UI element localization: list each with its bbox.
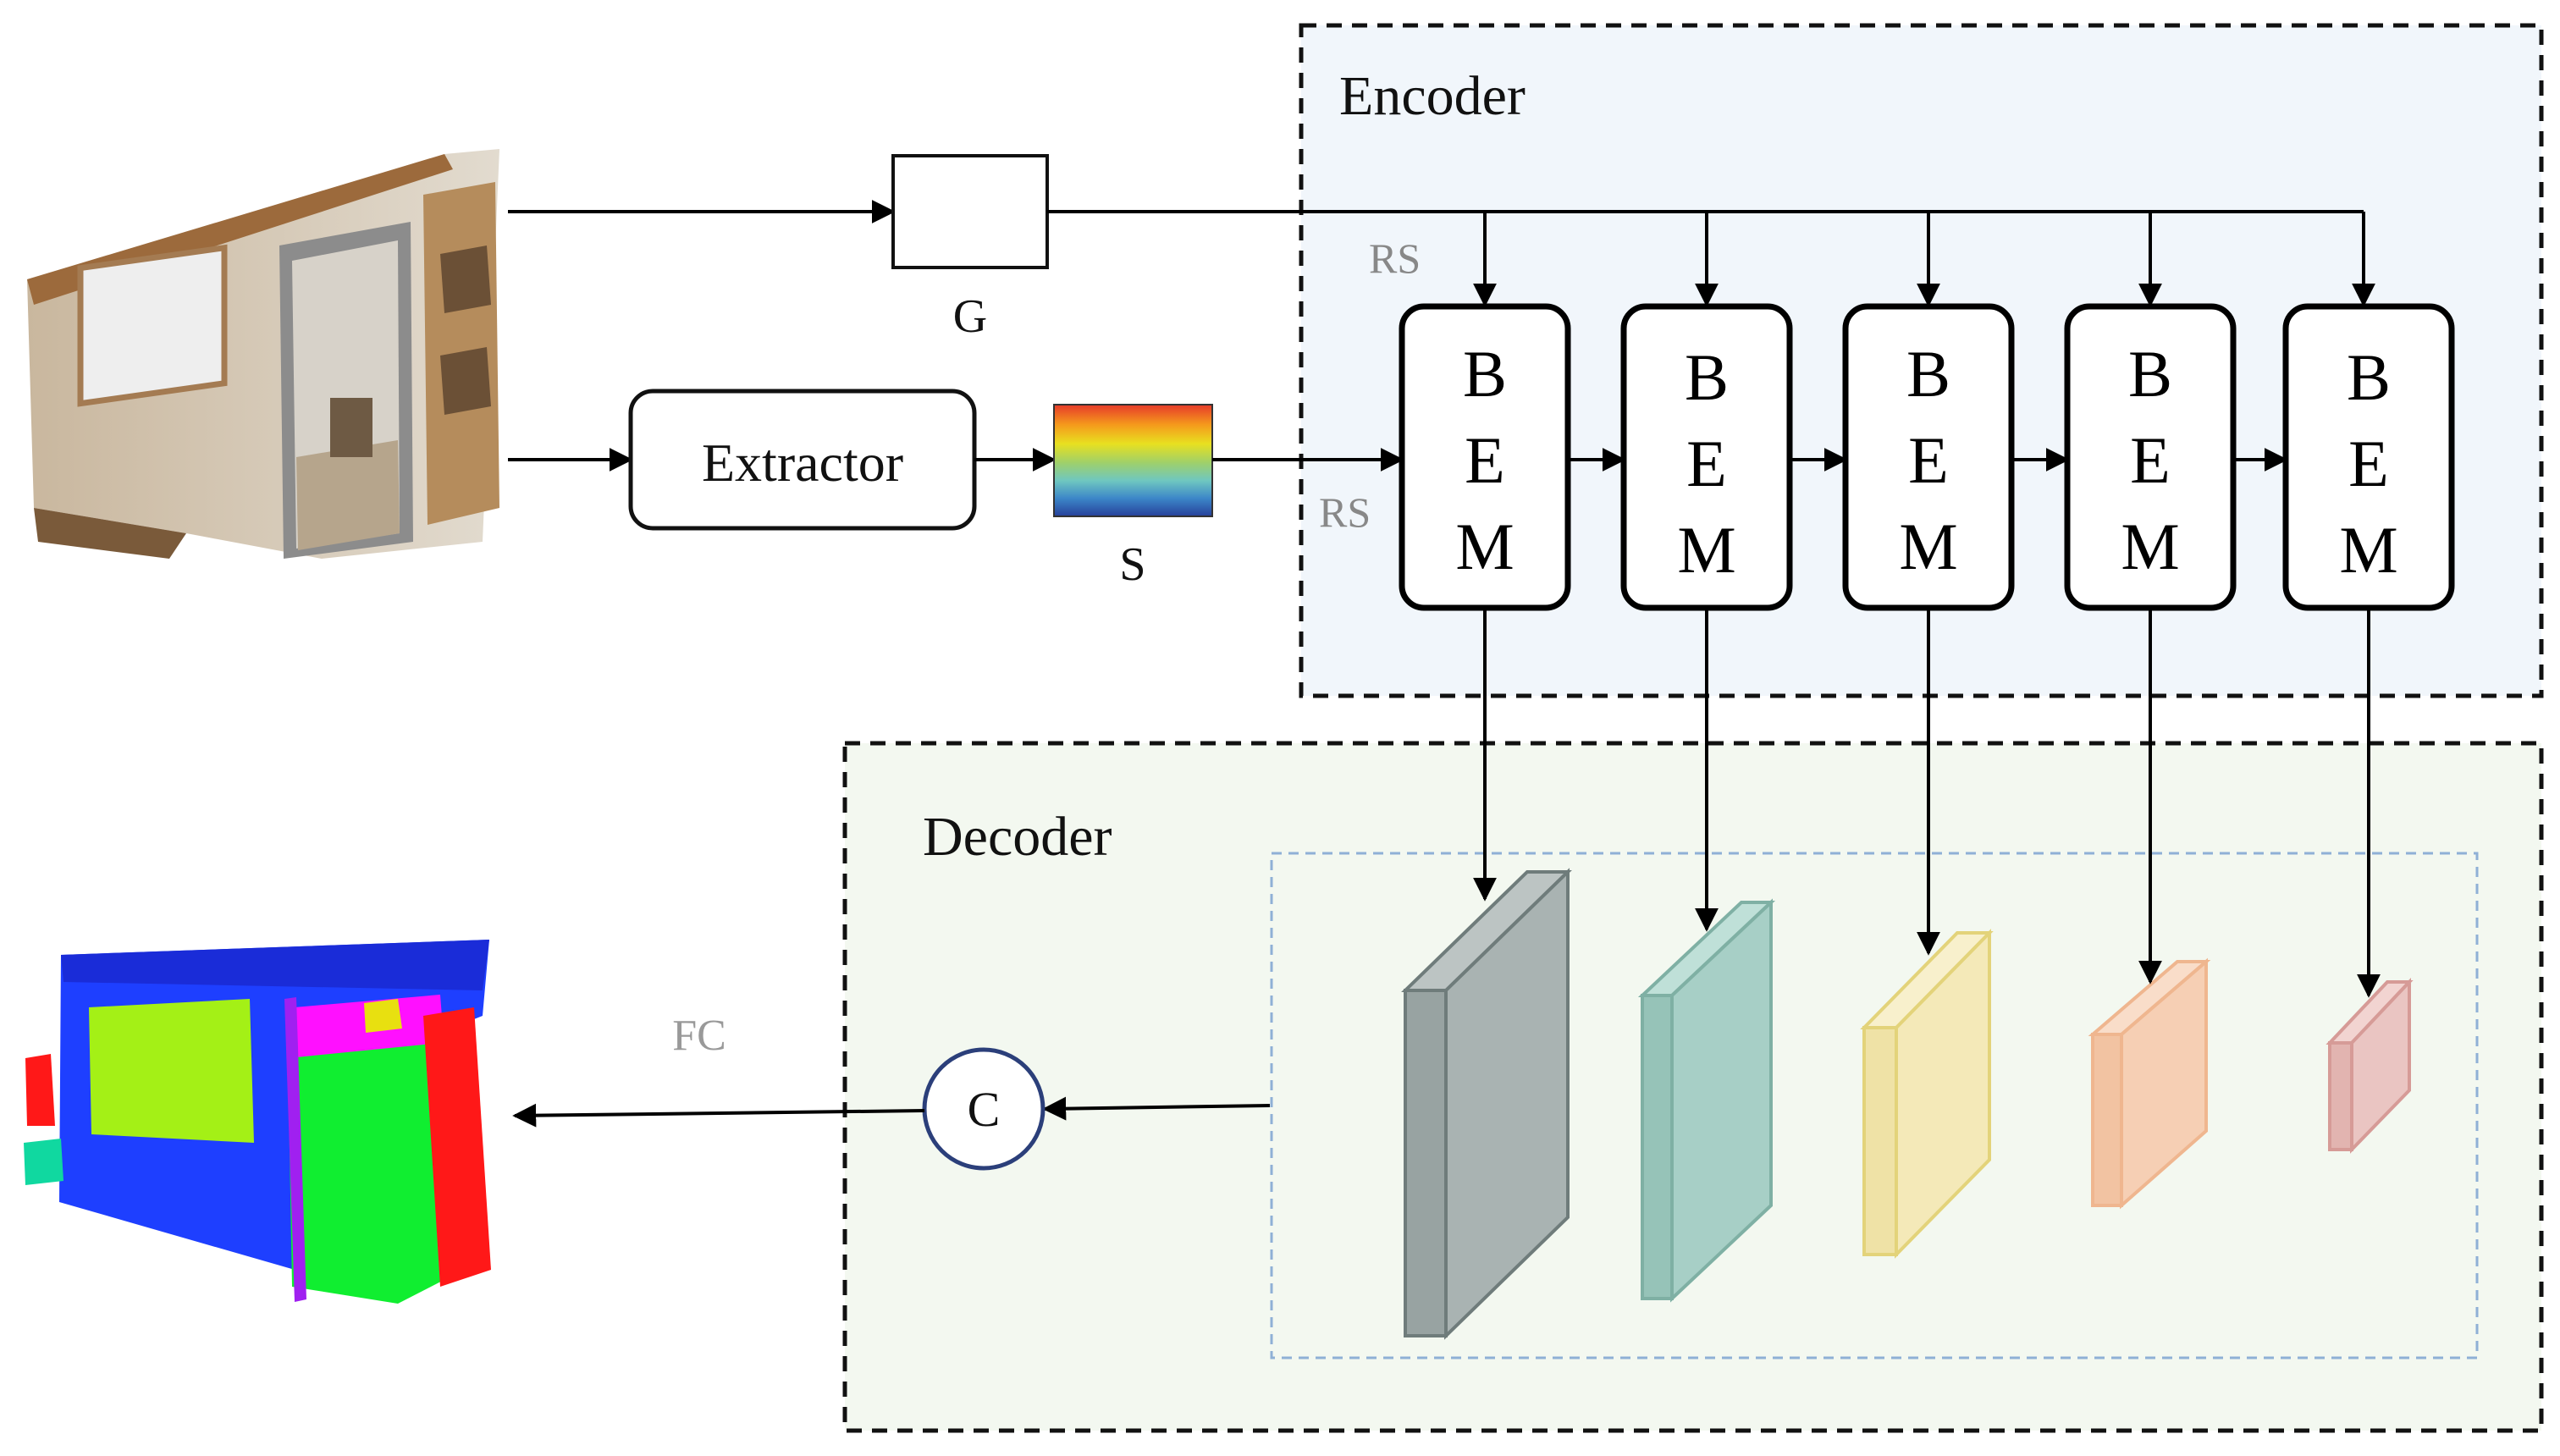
bem-block-4: B E M xyxy=(2064,303,2237,611)
feature-map-2 xyxy=(1637,898,1776,1303)
g-box xyxy=(891,154,1049,269)
concat-label: C xyxy=(968,1082,1001,1137)
bem-5-line-3: M xyxy=(2339,513,2397,587)
fc-label: FC xyxy=(672,1012,726,1060)
feature-map-5 xyxy=(2326,977,2414,1154)
bem-4-line-3: M xyxy=(2121,510,2179,583)
spectral-feature-s xyxy=(1053,404,1213,517)
extractor-label: Extractor xyxy=(702,433,903,493)
bem-2-line-3: M xyxy=(1677,513,1735,587)
bem-2-line-1: B xyxy=(1685,340,1729,414)
bem-3-line-1: B xyxy=(1906,337,1950,411)
features-to-concat-arrow xyxy=(1042,1096,1271,1121)
bem-5-line-2: E xyxy=(2348,427,2389,500)
s-label: S xyxy=(1119,538,1145,591)
bem-1-line-2: E xyxy=(1465,423,1505,497)
concat-node xyxy=(922,1047,1046,1171)
encoder-title: Encoder xyxy=(1339,65,1526,127)
bem-4-line-1: B xyxy=(2128,337,2172,411)
decoder-title: Decoder xyxy=(923,806,1112,868)
rs-label-top: RS xyxy=(1369,234,1421,282)
output-segmentation-image xyxy=(24,940,491,1304)
feature-maps-frame xyxy=(1270,852,2479,1359)
bem-block-1: B E M xyxy=(1399,303,1571,611)
bem-1-line-1: B xyxy=(1463,337,1507,411)
bem-3-line-3: M xyxy=(1899,510,1957,583)
bem-4-line-2: E xyxy=(2130,423,2171,497)
g-label: G xyxy=(953,290,987,343)
bem-2-line-2: E xyxy=(1686,427,1727,500)
rs-label-bottom: RS xyxy=(1319,488,1371,536)
feature-map-1 xyxy=(1401,868,1572,1340)
bem-block-5: B E M xyxy=(2282,303,2455,611)
feature-map-4 xyxy=(2088,957,2211,1210)
concat-to-output-arrow xyxy=(512,1103,925,1128)
input-point-cloud-image xyxy=(27,149,499,559)
bem-block-3: B E M xyxy=(1842,303,2015,611)
bem-1-line-3: M xyxy=(1455,510,1514,583)
feature-map-3 xyxy=(1860,929,1994,1259)
bem-5-line-1: B xyxy=(2347,340,2391,414)
bem-3-line-2: E xyxy=(1908,423,1949,497)
bem-block-2: B E M xyxy=(1620,303,1793,611)
